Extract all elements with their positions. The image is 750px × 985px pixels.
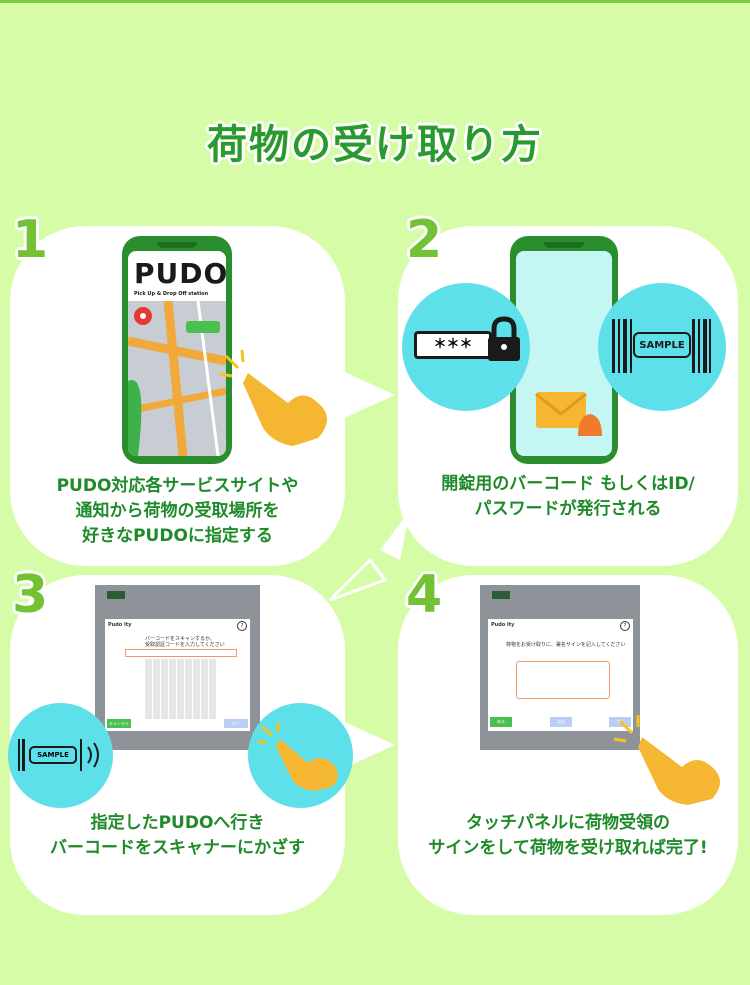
caption-line: PUDO対応各サービスサイトや [56, 476, 299, 496]
password-field: ＊＊＊ [414, 331, 492, 359]
caption-line: サインをして荷物を受け取れば完了! [428, 838, 708, 858]
step-card-1: PUDO Pick Up & Drop Off station PUDO対応各サ… [10, 226, 345, 566]
kiosk-message: 荷物をお受け取りに、署名サインを記入してください [506, 642, 626, 648]
kiosk-brand: Pudo ity [108, 622, 132, 628]
next-button[interactable]: 次へ [224, 719, 248, 728]
step-number-3: 3 [12, 565, 49, 625]
sample-badge: SAMPLE [639, 340, 685, 351]
back-button[interactable]: 戻る [490, 717, 512, 727]
kiosk-screen: Pudo ity ? バーコードをスキャンするか、 受取認証コードを入力してくだ… [105, 619, 250, 731]
clear-button[interactable]: 消去 [550, 717, 572, 727]
caption-line: 指定したPUDOへ行き [90, 813, 265, 833]
help-icon[interactable]: ? [620, 621, 630, 631]
caption-line: 通知から荷物の受取場所を [75, 501, 280, 521]
caption-line: タッチパネルに荷物受領の [466, 813, 670, 833]
barcode-icon [612, 319, 711, 373]
phone-screen: PUDO Pick Up & Drop Off station [128, 251, 226, 456]
step4-kiosk: Pudo ity ? 荷物をお受け取りに、署名サインを記入してください 戻る 消… [480, 585, 640, 750]
code-input[interactable] [125, 649, 237, 657]
hand-pointer-icon [258, 723, 338, 791]
signature-pad[interactable] [516, 661, 610, 699]
step-number-4: 4 [406, 565, 443, 625]
top-border-line [0, 0, 750, 3]
pudo-logo: PUDO [134, 257, 226, 290]
password-circle: ＊＊＊ [402, 283, 530, 411]
step-card-4: Pudo ity ? 荷物をお受け取りに、署名サインを記入してください 戻る 消… [398, 575, 738, 915]
page-title: 荷物の受け取り方 [207, 122, 543, 168]
hand-pointer-icon [613, 715, 720, 805]
sample-card-circle: SAMPLE [8, 703, 113, 808]
step-number-2: 2 [406, 210, 443, 270]
lock-icon [488, 316, 520, 361]
hand-circle [248, 703, 353, 808]
step-card-2: ＊＊＊ SAMPLE 開錠用のバーコード もしくはID/ パスワードが発行される [398, 226, 738, 566]
help-icon[interactable]: ? [237, 621, 247, 631]
step-card-3: Pudo ity ? バーコードをスキャンするか、 受取認証コードを入力してくだ… [8, 575, 353, 915]
step3-caption: 指定したPUDOへ行き バーコードをスキャナーにかざす [10, 811, 345, 861]
step4-caption: タッチパネルに荷物受領の サインをして荷物を受け取れば完了! [398, 811, 738, 861]
keypad[interactable] [145, 659, 217, 719]
kiosk-brand-tag [492, 591, 510, 599]
phone-notch [544, 242, 584, 248]
kiosk-message-2: 受取認証コードを入力してください [145, 642, 225, 648]
kiosk-screen: Pudo ity ? 荷物をお受け取りに、署名サインを記入してください 戻る 消… [488, 619, 633, 731]
caption-line: バーコードをスキャナーにかざす [50, 838, 305, 858]
caption-line: 開錠用のバーコード もしくはID/ [441, 474, 695, 494]
sample-badge: SAMPLE [37, 751, 69, 759]
kiosk-message-1: バーコードをスキャンするか、 [145, 636, 215, 642]
step2-caption: 開錠用のバーコード もしくはID/ パスワードが発行される [398, 472, 738, 522]
step1-caption: PUDO対応各サービスサイトや 通知から荷物の受取場所を 好きなPUDOに指定す… [10, 474, 345, 549]
pudo-tagline: Pick Up & Drop Off station [134, 291, 209, 297]
step1-phone: PUDO Pick Up & Drop Off station [122, 236, 232, 464]
barcode-card-icon [18, 739, 99, 771]
caption-line: パスワードが発行される [474, 499, 662, 519]
barcode-circle: SAMPLE [598, 283, 726, 411]
kiosk-brand-tag [107, 591, 125, 599]
step3-kiosk: Pudo ity ? バーコードをスキャンするか、 受取認証コードを入力してくだ… [95, 585, 260, 750]
hand-pointer-icon [219, 349, 327, 446]
phone-notch [157, 242, 197, 248]
map-illustration [128, 301, 226, 456]
caption-line: 好きなPUDOに指定する [82, 526, 273, 546]
kiosk-brand: Pudo ity [491, 622, 515, 628]
cancel-button[interactable]: キャンセル [107, 719, 131, 728]
step-number-1: 1 [12, 210, 49, 270]
mail-bell-icon [535, 392, 602, 436]
